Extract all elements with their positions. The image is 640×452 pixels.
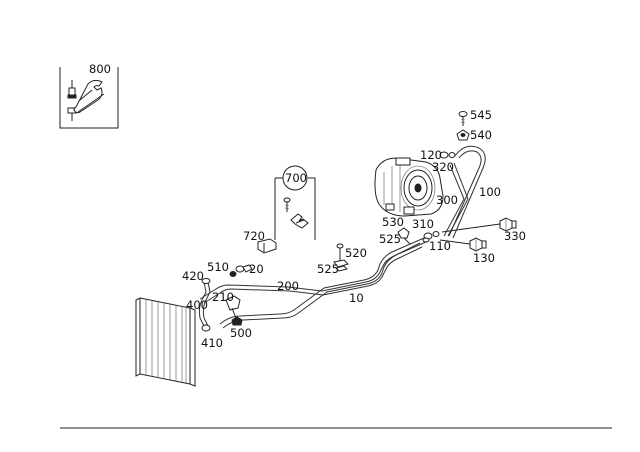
callout-545: 545 (470, 108, 492, 122)
line-200: 200 (199, 242, 423, 304)
callout-110: 110 (429, 239, 451, 253)
callout-10: 10 (349, 291, 364, 305)
bolt-545 (458, 111, 468, 126)
callout-120: 120 (420, 148, 442, 162)
bolt-330 (441, 217, 517, 233)
callout-525-bottom: 525 (317, 262, 339, 276)
hose-100: 100 (448, 145, 501, 239)
callout-510: 510 (207, 260, 229, 274)
callout-310: 310 (412, 217, 434, 231)
callout-130: 130 (473, 251, 495, 265)
fitting-530 (397, 227, 411, 245)
callout-100: 100 (479, 185, 501, 199)
callout-circle-700 (282, 165, 308, 191)
callout-525-top: 525 (379, 232, 401, 246)
pipe-400 (198, 278, 211, 332)
callout-420: 420 (182, 269, 204, 283)
callout-210: 210 (212, 290, 234, 304)
hose-300: 300 (436, 162, 469, 237)
nut-540 (456, 129, 470, 141)
callout-700: 700 (285, 171, 307, 185)
nut-500 (231, 316, 243, 326)
callout-800: 800 (89, 62, 111, 76)
clip-icon (290, 213, 309, 229)
wrench-icon (73, 79, 103, 114)
ac-compressor (374, 157, 444, 217)
callout-720: 720 (243, 229, 265, 243)
inset-tool-800: 800 (59, 62, 119, 129)
bolt-130 (439, 237, 487, 252)
callout-540: 540 (470, 128, 492, 142)
callout-520: 520 (345, 246, 367, 260)
line-10: 10 (219, 237, 427, 329)
callout-530: 530 (382, 215, 404, 229)
callout-300: 300 (436, 193, 458, 207)
callout-200: 200 (277, 279, 299, 293)
callout-20: 20 (249, 262, 264, 276)
callout-330: 330 (504, 229, 526, 243)
fitting-510 (229, 264, 253, 277)
screw-icon (283, 197, 291, 212)
callout-320: 320 (432, 160, 454, 174)
fitting-210 (225, 295, 241, 319)
bracket-520 (333, 243, 349, 272)
bolt-icon (67, 80, 77, 99)
condenser (135, 297, 196, 387)
callout-500: 500 (230, 326, 252, 340)
callout-410: 410 (201, 336, 223, 350)
bracket-720: 720 (243, 229, 277, 254)
fitting-120 (439, 151, 456, 159)
inset-group-700: 700 (274, 165, 316, 240)
